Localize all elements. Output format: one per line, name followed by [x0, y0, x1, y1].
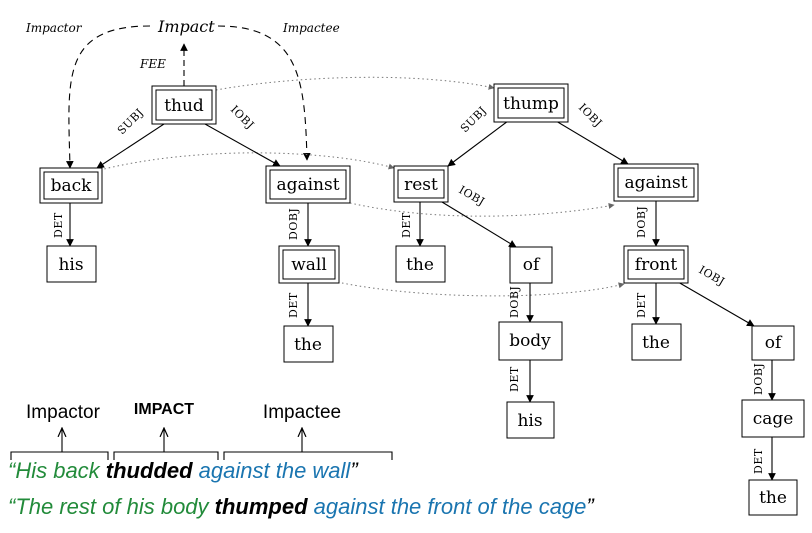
fee-label: FEE [139, 57, 166, 71]
svg-text:the: the [406, 255, 434, 275]
svg-text:front: front [635, 255, 678, 275]
svg-text:wall: wall [291, 255, 327, 275]
svg-text:against: against [276, 175, 339, 195]
svg-text:thud: thud [164, 96, 204, 116]
edge-thud-back [96, 123, 165, 169]
edge-rest-of [441, 201, 517, 248]
label-iobj-3: IOBJ [457, 183, 488, 208]
impact-bracket [113, 451, 219, 460]
edge-front-of [677, 281, 755, 327]
legend-impactee: Impactee [263, 402, 341, 423]
impactor-arc [65, 25, 151, 169]
sentence-1-impactee: against the wall [192, 458, 351, 483]
svg-text:the: the [642, 333, 670, 353]
label-iobj-4: IOBJ [697, 263, 728, 288]
node-rest: rest [393, 165, 449, 203]
svg-text:his: his [517, 411, 542, 431]
impactor-bracket [10, 451, 109, 460]
label-iobj-1: IOBJ [228, 103, 257, 132]
node-the-2: the [395, 245, 446, 283]
sentence-2-impactee: against the front of the cage [307, 494, 587, 519]
sentence-1-close-quote: ” [350, 458, 358, 483]
sentence-2-impactor: “The rest of his body [8, 494, 215, 519]
sentence-1: “His back thudded against the wall” [8, 458, 358, 484]
svg-text:of: of [523, 255, 541, 275]
edge-thud-against [204, 123, 281, 167]
svg-text:back: back [51, 176, 93, 196]
node-the-1: the [283, 325, 334, 363]
node-cage: cage [741, 399, 805, 438]
alignment-edges [99, 76, 625, 297]
node-his-2: his [506, 401, 555, 439]
label-subj-1: SUBJ [115, 106, 146, 137]
label-det-2: DET [287, 292, 300, 318]
edge-thump-rest [447, 120, 509, 167]
sentence-2: “The rest of his body thumped against th… [8, 494, 594, 520]
sentence-1-verb: thudded [105, 458, 193, 483]
sentence-2-close-quote: ” [586, 494, 594, 519]
node-the-3: the [631, 323, 682, 361]
frame-name: Impact [157, 17, 215, 36]
frame-left-role: Impactor [25, 21, 83, 35]
node-thud: thud [151, 85, 217, 125]
label-dobj-3: DOBJ [635, 206, 648, 238]
svg-text:the: the [294, 335, 322, 355]
node-the-4: the [748, 479, 798, 516]
edge-thump-against [555, 120, 629, 165]
impactee-arc [217, 25, 311, 161]
tree-edges [66, 120, 776, 481]
svg-text:rest: rest [404, 175, 438, 195]
node-thump: thump [493, 83, 569, 123]
node-wall: wall [278, 245, 340, 284]
align-thud-thump [215, 76, 495, 91]
label-dobj-1: DOBJ [287, 208, 300, 240]
label-dobj-2: DOBJ [508, 286, 521, 318]
svg-text:the: the [759, 488, 787, 508]
node-against-1: against [265, 165, 351, 204]
node-of-1: of [509, 246, 553, 284]
label-det-3: DET [400, 212, 413, 238]
node-body: body [498, 321, 563, 361]
label-dobj-4: DOBJ [752, 363, 765, 395]
role-legend: Impactor IMPACT Impactee [10, 401, 393, 460]
sentence-2-verb: thumped [214, 494, 308, 519]
impactee-bracket [223, 451, 393, 460]
node-his-1: his [46, 245, 97, 283]
label-subj-2: SUBJ [458, 104, 489, 135]
frame-right-role: Impactee [282, 21, 340, 35]
svg-text:thump: thump [503, 94, 559, 114]
edge-labels: SUBJ IOBJ DET DOBJ DET SUBJ IOBJ DET IOB… [52, 101, 765, 474]
legend-impactor: Impactor [26, 402, 101, 423]
svg-text:of: of [765, 333, 783, 353]
sentence-1-impactor: “His back [8, 458, 106, 483]
svg-text:his: his [58, 255, 83, 275]
label-det-6: DET [752, 448, 765, 474]
label-iobj-2: IOBJ [576, 101, 605, 130]
node-of-2: of [751, 325, 795, 361]
label-det-5: DET [635, 292, 648, 318]
svg-text:against: against [624, 173, 687, 193]
align-wall-front [341, 282, 625, 297]
nodes: thud back against wall thump rest agains… [39, 83, 805, 516]
frame-annotation: Impactor Impact Impactee FEE [25, 17, 340, 169]
svg-text:cage: cage [753, 409, 794, 429]
svg-text:body: body [509, 331, 551, 351]
label-det-1: DET [52, 212, 65, 238]
node-back: back [39, 167, 103, 204]
legend-impact: IMPACT [134, 401, 194, 418]
align-back-rest [99, 152, 395, 171]
node-against-2: against [613, 163, 699, 202]
node-front: front [623, 245, 689, 284]
label-det-4: DET [508, 366, 521, 392]
